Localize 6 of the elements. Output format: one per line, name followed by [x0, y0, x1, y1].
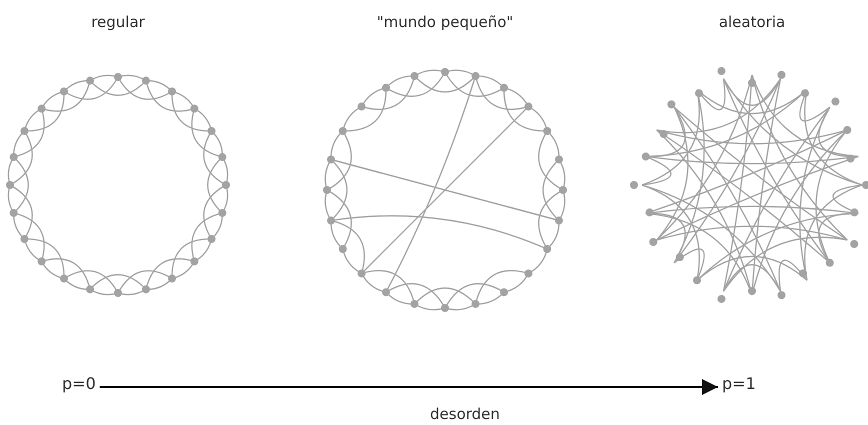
network-title: regular [91, 13, 145, 31]
arrow [100, 379, 718, 395]
probability-label: p=1 [722, 372, 756, 396]
probability-label: p=0 [62, 372, 96, 396]
network-title: "mundo pequeño" [376, 13, 514, 31]
network-title: aleatoria [718, 13, 786, 31]
